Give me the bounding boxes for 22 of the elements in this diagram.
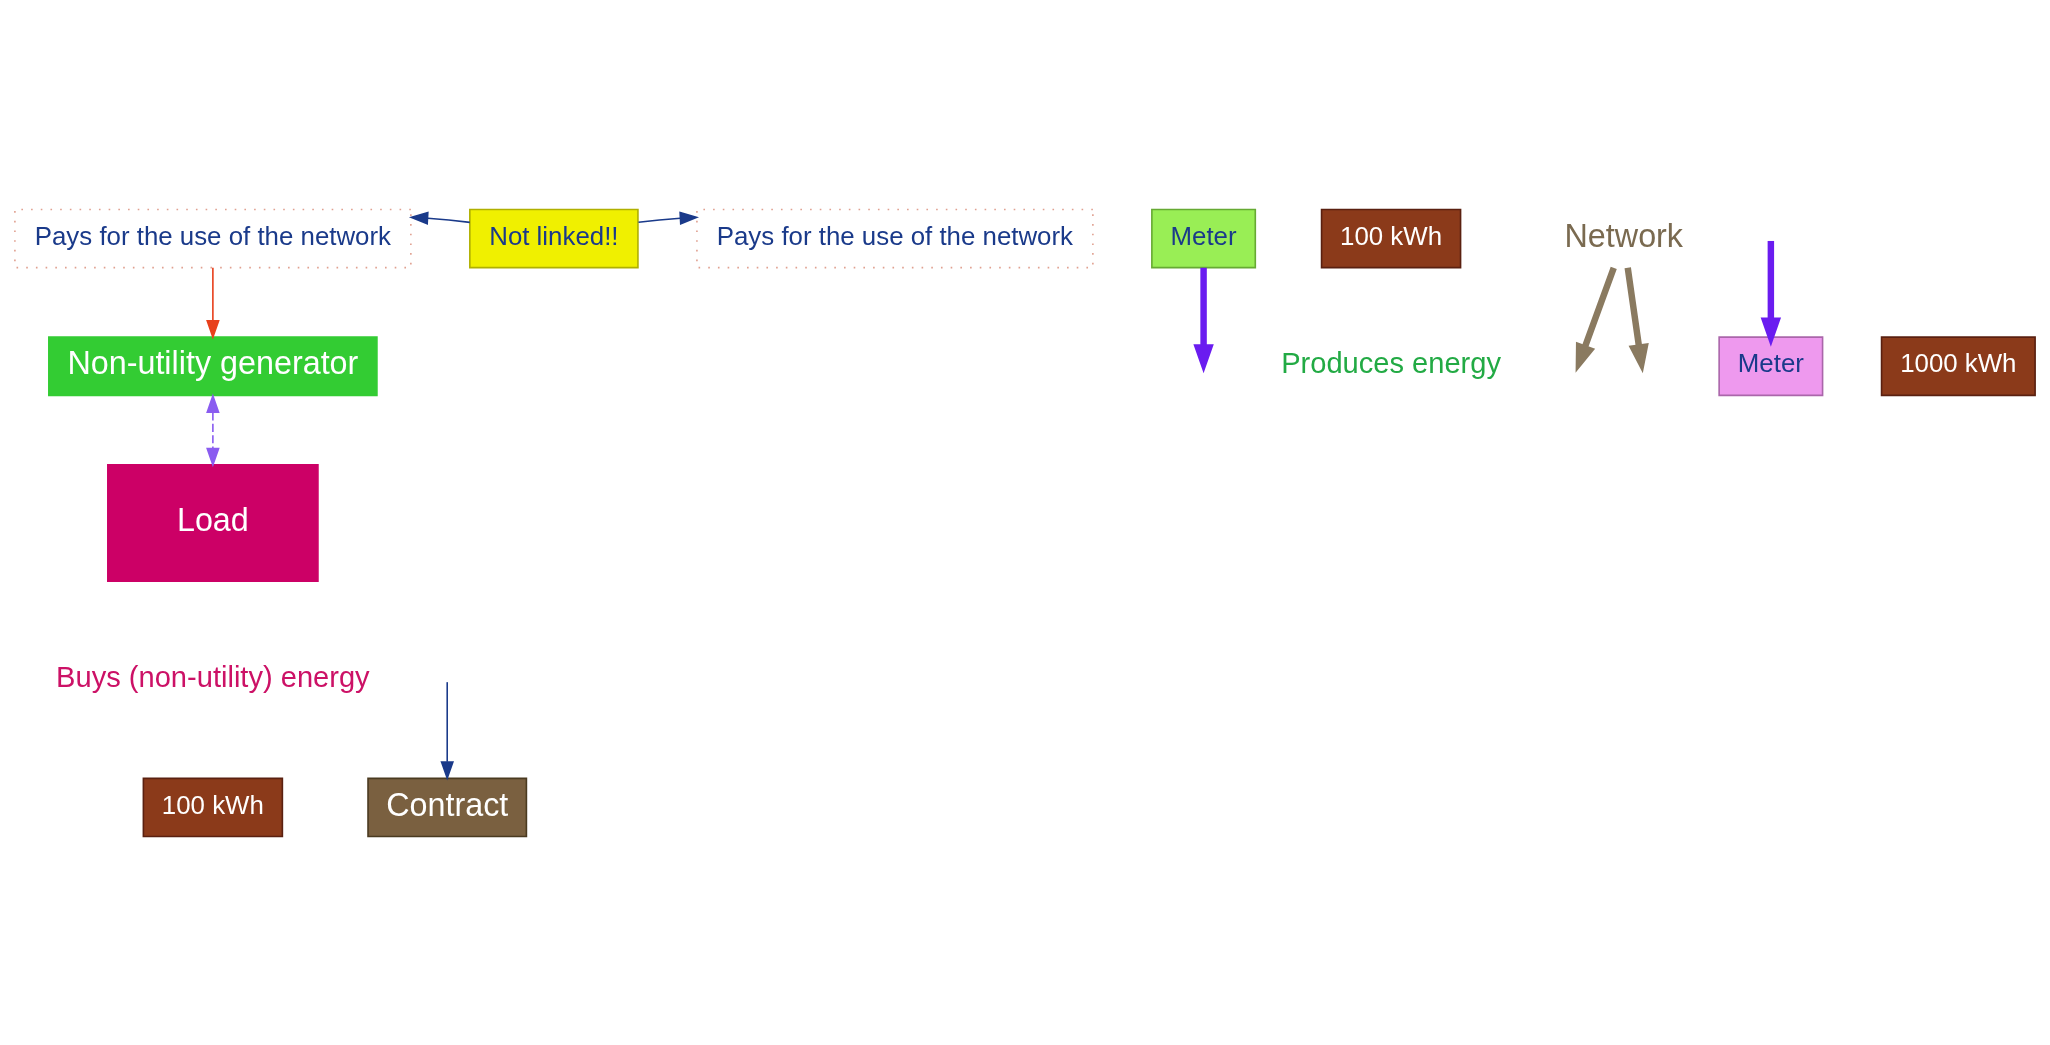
node-box: Meter	[1151, 208, 1257, 268]
arrow	[637, 210, 699, 225]
node-box: Non-utility generator	[48, 335, 378, 396]
node-box: Pays for the use of the network	[14, 208, 412, 268]
arrow	[1193, 267, 1214, 373]
node-box: 1000 kWh	[1880, 335, 2036, 396]
node-box: Load	[107, 463, 319, 582]
node-box: 100 kWh	[1320, 208, 1462, 268]
label: Buys (non-utility) energy	[56, 660, 370, 693]
arrow	[1624, 266, 1649, 373]
node-box: 100 kWh	[142, 777, 284, 837]
arrow	[1760, 240, 1782, 347]
arrow	[440, 680, 455, 781]
node-box: Contract	[367, 777, 528, 837]
arrow	[206, 393, 220, 467]
label: Produces energy	[1281, 346, 1501, 379]
node-box: Not linked!!	[469, 208, 639, 268]
arrow	[206, 266, 220, 340]
node-text: Network	[1564, 217, 1684, 254]
arrow	[408, 210, 471, 225]
node-box: Pays for the use of the network	[696, 208, 1094, 268]
node-box: Meter	[1718, 335, 1824, 396]
